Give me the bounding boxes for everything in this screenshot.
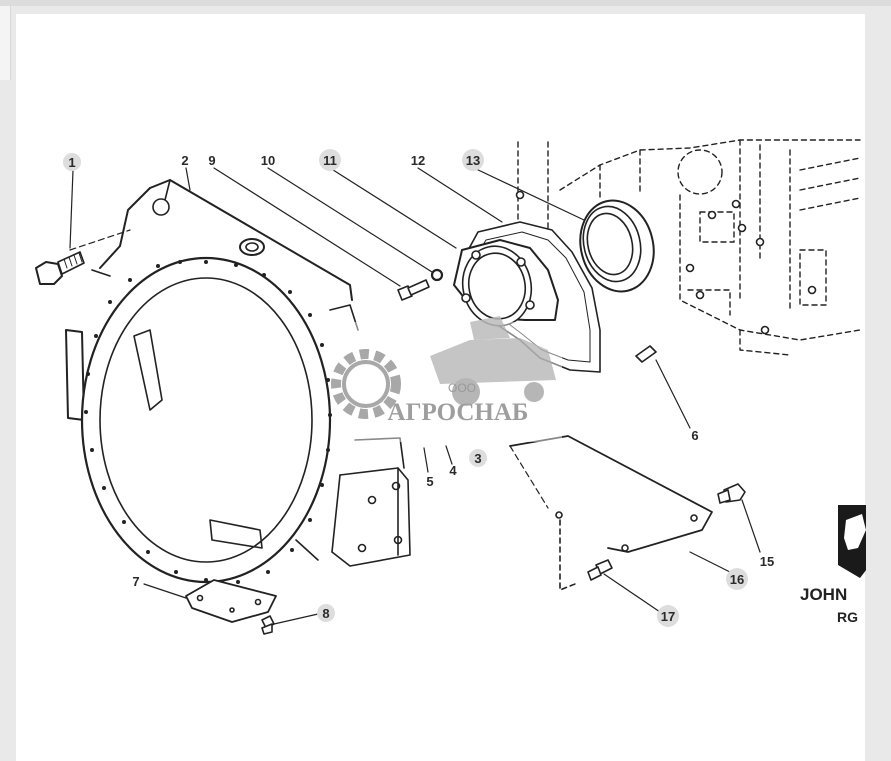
retainer-plate [453, 239, 559, 327]
callout-8: 8 [322, 606, 329, 621]
hex-bolt [35, 251, 85, 285]
callout-4: 4 [449, 463, 457, 478]
callout-13: 13 [466, 153, 480, 168]
dowel-pin [635, 345, 657, 363]
callout-3: 3 [474, 451, 481, 466]
cap-screw-15 [717, 483, 746, 504]
inspection-cover [185, 579, 277, 623]
washer [430, 268, 444, 282]
combine-harvester-icon [430, 316, 556, 406]
callout-15: 15 [760, 554, 774, 569]
callout-1: 1 [68, 155, 75, 170]
screw-8 [261, 615, 275, 635]
callout-9: 9 [208, 153, 215, 168]
gear-icon [331, 349, 401, 419]
callout-labels: 1 2 9 10 11 12 13 6 5 4 3 7 8 15 16 17 [63, 149, 774, 627]
seal-ring [579, 199, 655, 293]
callout-2: 2 [181, 153, 188, 168]
side-tab [0, 6, 11, 80]
brand-line2: RG [837, 609, 858, 625]
cap-screw-17 [587, 559, 613, 581]
leader-lines [69, 167, 761, 625]
watermark: ООО АГРОСНАБ [331, 316, 562, 442]
right-margin [866, 6, 891, 761]
housing-bolt-holes [84, 260, 332, 584]
flywheel-housing [65, 179, 411, 584]
callout-12: 12 [411, 153, 425, 168]
callout-16: 16 [730, 572, 744, 587]
watermark-prefix: ООО [448, 381, 476, 395]
top-bar [0, 0, 891, 6]
callout-5: 5 [426, 474, 433, 489]
cover-plate [509, 435, 713, 553]
watermark-name: АГРОСНАБ [388, 399, 529, 426]
cap-screw-small [397, 279, 430, 301]
callout-10: 10 [261, 153, 275, 168]
callout-17: 17 [661, 609, 675, 624]
john-deere-logo: JOHN RG [800, 505, 870, 625]
brand-line1: JOHN [800, 585, 847, 604]
callout-6: 6 [691, 428, 698, 443]
callout-7: 7 [132, 574, 139, 589]
callout-11: 11 [323, 153, 337, 168]
